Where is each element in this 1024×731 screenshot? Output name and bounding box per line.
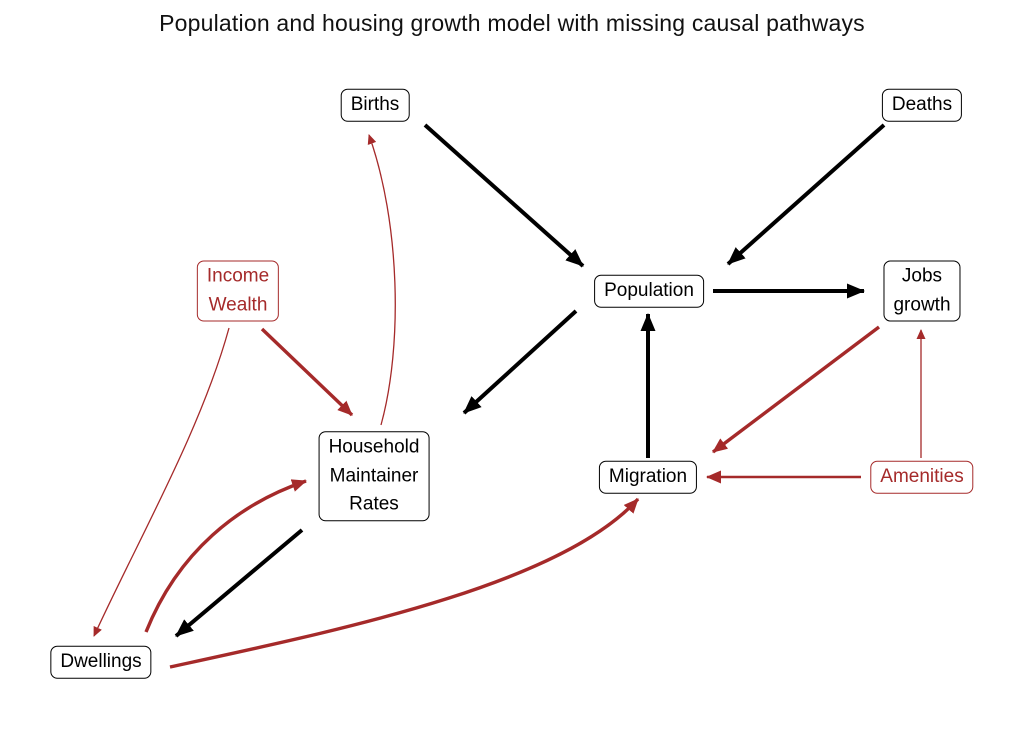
node-jobs-growth: Jobs growth [883, 260, 961, 322]
edge-income-wealth-dwellings [93, 327, 230, 637]
node-dwellings: Dwellings [50, 645, 152, 679]
node-amenities: Amenities [870, 460, 974, 494]
node-household-maintainer-rates: Household Maintainer Rates [318, 431, 430, 521]
node-births: Births [340, 88, 410, 122]
edge-household-maintainer-rates-births [367, 134, 396, 426]
edge-population-household-maintainer-rates [462, 309, 578, 415]
edge-dwellings-migration [169, 497, 640, 669]
node-population: Population [594, 274, 704, 308]
edge-jobs-growth-migration [711, 325, 881, 454]
diagram-title: Population and housing growth model with… [159, 10, 865, 36]
edge-dwellings-household-maintainer-rates [144, 479, 307, 633]
node-deaths: Deaths [881, 88, 963, 122]
edge-household-maintainer-rates-dwellings [174, 528, 304, 638]
node-income-wealth: Income Wealth [196, 260, 280, 322]
edge-deaths-population [726, 123, 886, 266]
node-migration: Migration [598, 460, 698, 494]
edge-income-wealth-household-maintainer-rates [260, 327, 354, 417]
edge-births-population [423, 123, 585, 268]
